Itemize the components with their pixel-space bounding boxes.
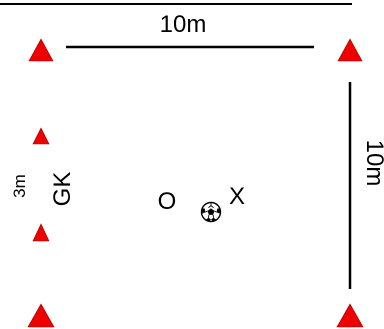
soccer-ball-icon (200, 201, 222, 223)
cone-top-right (337, 38, 363, 62)
player-o-label: O (158, 188, 177, 215)
cone-goal-upper (32, 127, 50, 145)
cone-top-left (28, 38, 54, 62)
top-length-label: 10m (160, 11, 207, 38)
cone-bottom-left (27, 303, 55, 328)
side-length-label: 10m (361, 140, 384, 187)
cone-bottom-right (336, 303, 364, 328)
player-x-label: X (229, 183, 245, 210)
goalkeeper-label: GK (49, 172, 76, 207)
goal-width-label: 3m (10, 174, 29, 198)
cone-goal-lower (32, 223, 50, 242)
